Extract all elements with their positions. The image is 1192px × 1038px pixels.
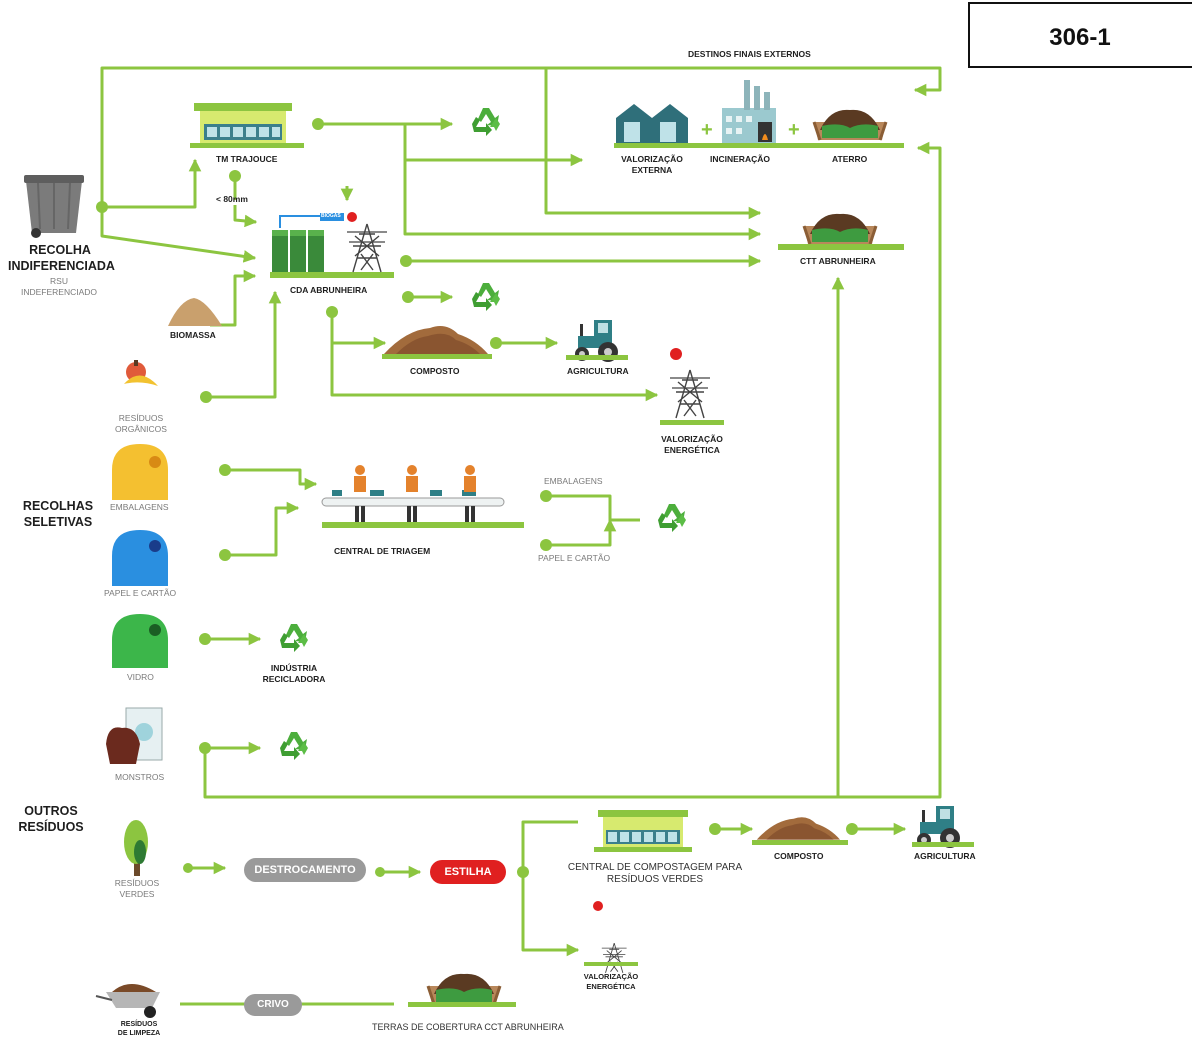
papel-cartao-label: PAPEL E CARTÃO	[104, 588, 177, 598]
recycle-icon-2	[472, 283, 500, 311]
embalagens-container-icon	[112, 444, 168, 500]
line-tm-externos	[403, 124, 584, 167]
destrocamento-pill: DESTROCAMENTO	[244, 858, 366, 882]
tractor-icon-2	[917, 806, 960, 848]
embalagens-output-label: EMBALAGENS	[544, 476, 603, 486]
power-pylon-icon-2	[584, 901, 638, 974]
line-organicos	[206, 290, 282, 399]
biomassa-pile-icon	[168, 298, 222, 326]
worker-figure	[354, 465, 476, 492]
waste-bin-icon	[24, 175, 84, 238]
compostagem-building-icon	[594, 810, 692, 852]
recycle-icon-5	[280, 732, 308, 760]
flow-lines	[100, 66, 942, 1006]
plus-sign-2: +	[788, 119, 800, 141]
crivo-pill: CRIVO	[244, 994, 302, 1016]
agricultura-label: AGRICULTURA	[567, 366, 629, 376]
recycle-icon-1	[472, 108, 500, 136]
plus-sign-1: +	[701, 119, 713, 141]
bulky-waste-icon	[106, 707, 163, 764]
vidro-label: VIDRO	[127, 672, 154, 682]
line-sort-out	[546, 494, 640, 547]
composto-label: COMPOSTO	[410, 366, 460, 376]
tm-trajouce-label: TM TRAJOUCE	[216, 154, 278, 164]
indicator-code: 306-1	[1049, 24, 1111, 51]
flow-dots	[96, 118, 858, 878]
lt-80mm-label: < 80mm	[216, 194, 248, 204]
recycle-icon-4	[280, 624, 308, 652]
cda-label: CDA ABRUNHEIRA	[290, 285, 368, 295]
agricultura-label-2: AGRICULTURA	[914, 851, 976, 861]
agricultura-base-bar	[566, 355, 628, 360]
central-triagem-label: CENTRAL DE TRIAGEM	[334, 546, 431, 556]
line-estilha	[521, 820, 578, 950]
line-tm-ctt	[403, 160, 762, 241]
tree-icon	[124, 820, 148, 876]
aterro-landfill-icon	[812, 108, 888, 142]
line-biomassa	[210, 269, 257, 327]
estilha-pill: ESTILHA	[430, 860, 506, 884]
terras-cobertura-label: TERRAS DE COBERTURA CCT ABRUNHEIRA	[372, 1022, 564, 1032]
line-top-frame	[100, 66, 942, 207]
ctt-base-bar	[778, 244, 904, 250]
tm-trajouce-building-icon	[190, 103, 304, 148]
embalagens-label: EMBALAGENS	[110, 502, 169, 512]
valorizacao-externa-building-icon	[616, 104, 688, 143]
line-bottom-frame	[203, 141, 942, 799]
biomassa-label: BIOMASSA	[170, 330, 216, 340]
destinos-base-bar	[614, 143, 904, 148]
line-papel	[225, 501, 300, 557]
monstros-label: MONSTROS	[115, 772, 165, 782]
incineracao-label: INCINERAÇÃO	[710, 154, 770, 164]
line-to-cda-1	[100, 207, 257, 263]
indicator-code-box: 306-1	[968, 2, 1192, 68]
composto-base-bar	[382, 354, 492, 359]
papel-container-icon	[112, 530, 168, 586]
agricultura-base-bar-2	[912, 842, 974, 847]
papel-cartao-output-label: PAPEL E CARTÃO	[538, 553, 611, 563]
terras-base-bar	[408, 1002, 516, 1007]
sorting-line-icon	[321, 465, 524, 528]
line-to-tm	[102, 158, 202, 209]
incineration-plant-icon	[722, 80, 776, 144]
wheelbarrow-icon	[95, 984, 160, 1018]
line-vertical-546	[544, 68, 762, 220]
recycle-icon-3	[658, 504, 686, 532]
composto-label-2: COMPOSTO	[774, 851, 824, 861]
line-embalagens	[225, 468, 318, 491]
composto-pile-icon	[384, 326, 488, 354]
biogas-label: BIOGÁS	[321, 213, 341, 219]
terras-landfill-icon	[426, 972, 502, 1006]
ctt-label: CTT ABRUNHEIRA	[800, 256, 876, 266]
vidro-container-icon	[112, 614, 168, 668]
composto-base-bar-2	[752, 840, 848, 845]
cda-plant-icon	[270, 212, 394, 278]
composto-pile-icon-2	[756, 817, 840, 840]
organic-waste-icon	[124, 360, 158, 386]
line-cda-down	[330, 312, 659, 402]
aterro-label: ATERRO	[832, 154, 868, 164]
ctt-landfill-icon	[802, 212, 878, 246]
destinos-finais-title: DESTINOS FINAIS EXTERNOS	[688, 49, 811, 59]
power-pylon-icon	[660, 348, 724, 425]
